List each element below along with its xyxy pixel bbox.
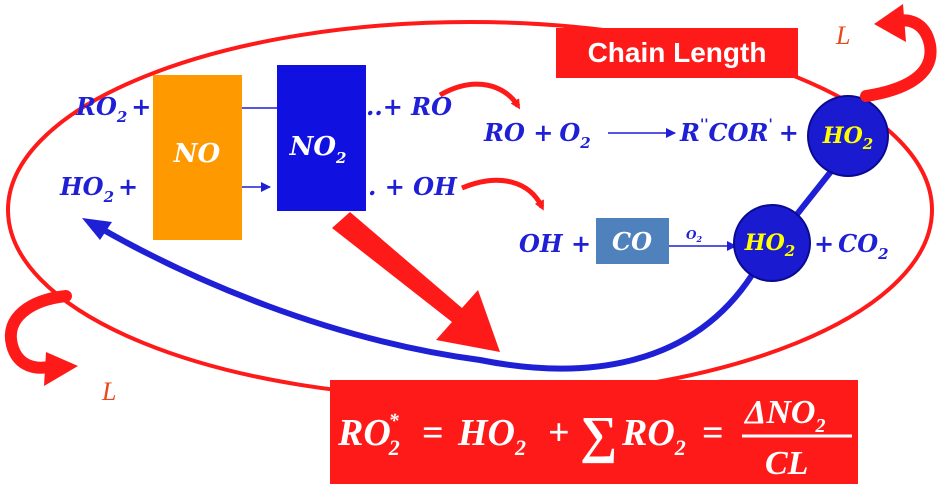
curly-arrow-top-head bbox=[874, 4, 906, 42]
eq-equals-2: = bbox=[702, 412, 724, 454]
oh-reaction-lhs: OH + bbox=[519, 229, 591, 258]
equation-box bbox=[330, 380, 858, 484]
ho2-reactant: HO2+ bbox=[59, 172, 138, 206]
eq-numerator: ΔNO2 bbox=[743, 394, 825, 437]
chain-length-label: Chain Length bbox=[588, 37, 767, 68]
no2-label: NO2 bbox=[289, 132, 347, 167]
L-symbol-top: L bbox=[835, 21, 850, 50]
co-label: CO bbox=[612, 227, 652, 256]
big-red-arrow bbox=[332, 212, 500, 352]
ho2-return-arrowhead bbox=[82, 218, 112, 240]
equation: RO*2 = HO2 + ∑ RO2 = ΔNO2 CL bbox=[337, 394, 852, 482]
no-box bbox=[153, 75, 242, 240]
oh-curved-arrow bbox=[461, 177, 545, 211]
eq-equals-1: = bbox=[422, 412, 444, 454]
eq-denominator: CL bbox=[765, 445, 808, 482]
ro2-reactant: RO2+ bbox=[75, 92, 151, 126]
chain-length-box bbox=[556, 28, 798, 78]
ho2-circle-top bbox=[807, 95, 889, 177]
oh-product: . + OH bbox=[368, 172, 458, 201]
ro-curved-arrow bbox=[438, 81, 521, 110]
no-label: NO bbox=[173, 139, 221, 169]
curly-arrow-top bbox=[860, 14, 937, 102]
ro-reaction-product: R''COR'+ bbox=[679, 117, 799, 147]
o2-over-arrow: O2 bbox=[686, 228, 702, 244]
eq-lhs: RO*2 bbox=[337, 410, 400, 460]
eq-ho2: HO2 bbox=[457, 412, 526, 460]
ho2-circle-bottom-label: HO2 bbox=[744, 230, 795, 260]
co-box bbox=[596, 218, 669, 264]
ho2-return-arrow bbox=[93, 222, 755, 372]
eq-ro2: RO2 bbox=[621, 412, 686, 460]
ho2-circle-top-label: HO2 bbox=[822, 123, 873, 153]
eq-sigma: ∑ bbox=[580, 407, 617, 464]
ho2-circle-bottom bbox=[733, 204, 811, 282]
co2-product: +CO2 bbox=[814, 229, 889, 263]
eq-plus: + bbox=[548, 412, 570, 454]
no2-box bbox=[277, 65, 366, 211]
L-symbol-bottom: L bbox=[101, 377, 116, 406]
ro-reaction-lhs: RO +O2 bbox=[483, 118, 591, 152]
curly-arrow-bottom bbox=[4, 290, 72, 374]
ro-product: ..+ RO bbox=[366, 92, 452, 121]
curly-arrow-bottom-head bbox=[44, 352, 78, 386]
